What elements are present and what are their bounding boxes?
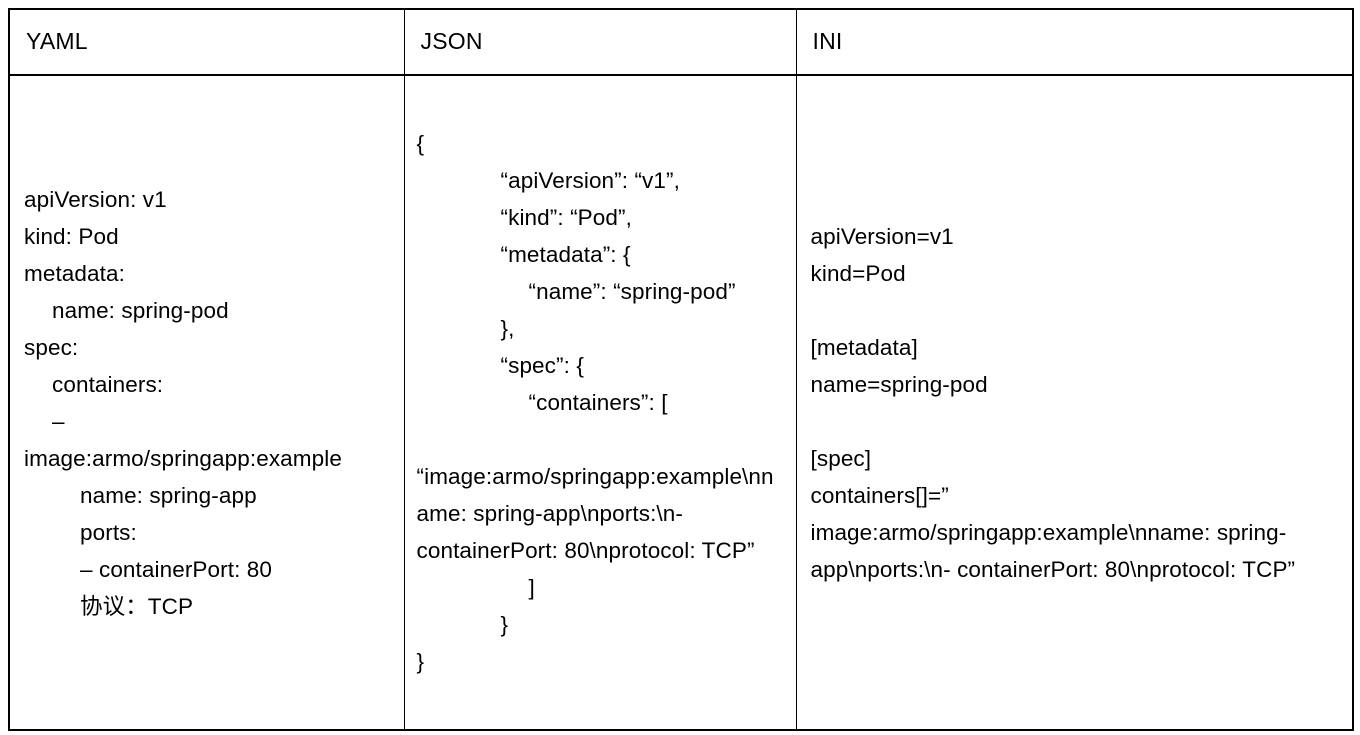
- json-code-block: { “apiVersion”: “v1”, “kind”: “Pod”, “metad…: [405, 121, 796, 684]
- column-header-ini: INI: [795, 9, 1354, 76]
- code-line: containers[]=”: [810, 482, 949, 508]
- column-header-json-label: JSON: [420, 28, 483, 55]
- code-line: },: [500, 316, 515, 341]
- code-line: [metadata]: [810, 334, 918, 360]
- code-line: kind: Pod: [24, 223, 119, 249]
- code-line: – containerPort: 80: [80, 556, 273, 582]
- code-line: {: [416, 131, 425, 156]
- code-line: image:armo/springapp:example\nname: spri…: [810, 519, 1296, 582]
- code-line: [811, 292, 1343, 329]
- code-line: metadata:: [24, 260, 125, 286]
- code-line: “metadata”: {: [500, 242, 631, 267]
- code-line: [811, 403, 1343, 440]
- column-header-ini-label: INI: [812, 28, 843, 55]
- format-comparison-table: YAML JSON INI apiVersion: v1 kind: Pod met…: [8, 8, 1354, 731]
- code-line: ports:: [80, 519, 137, 545]
- code-line: “name”: “spring-pod”: [528, 279, 736, 304]
- column-header-json: JSON: [403, 9, 797, 76]
- code-line: apiVersion: v1: [24, 186, 167, 212]
- table-cell-yaml: apiVersion: v1 kind: Pod metadata: name: sp…: [8, 75, 405, 730]
- yaml-code-block: apiVersion: v1 kind: Pod metadata: name: sp…: [10, 177, 404, 629]
- table-header-row: YAML JSON INI: [8, 9, 1354, 76]
- code-line: –: [52, 408, 65, 434]
- table-body-row: apiVersion: v1 kind: Pod metadata: name: sp…: [8, 75, 1354, 730]
- code-line: image:armo/springapp:example: [24, 445, 342, 471]
- code-line: ]: [528, 575, 535, 600]
- code-line: 协议：TCP: [80, 593, 194, 619]
- code-line: “kind”: “Pod”,: [500, 205, 632, 230]
- table-cell-ini: apiVersion=v1 kind=Pod [metadata] name=spr…: [795, 75, 1354, 730]
- code-line: “apiVersion”: “v1”,: [500, 168, 680, 193]
- code-line: spec:: [24, 334, 79, 360]
- code-line: containers:: [52, 371, 164, 397]
- table-cell-json: { “apiVersion”: “v1”, “kind”: “Pod”, “metad…: [403, 75, 797, 730]
- code-line: name=spring-pod: [810, 371, 988, 397]
- code-line: }: [416, 649, 425, 674]
- column-header-yaml-label: YAML: [26, 28, 88, 55]
- code-line: “spec”: {: [500, 353, 584, 378]
- code-line: name: spring-pod: [52, 297, 229, 323]
- code-line: apiVersion=v1: [810, 223, 954, 249]
- column-header-yaml: YAML: [8, 9, 405, 76]
- code-line: [spec]: [810, 445, 872, 471]
- ini-code-block: apiVersion=v1 kind=Pod [metadata] name=spr…: [797, 214, 1353, 592]
- code-line: name: spring-app: [80, 482, 257, 508]
- code-line: }: [500, 612, 509, 637]
- code-line: “containers”: [: [528, 390, 668, 415]
- code-line: [417, 421, 786, 458]
- code-line: kind=Pod: [810, 260, 906, 286]
- code-line: “image:armo/springapp:example\nname: spr…: [416, 464, 774, 563]
